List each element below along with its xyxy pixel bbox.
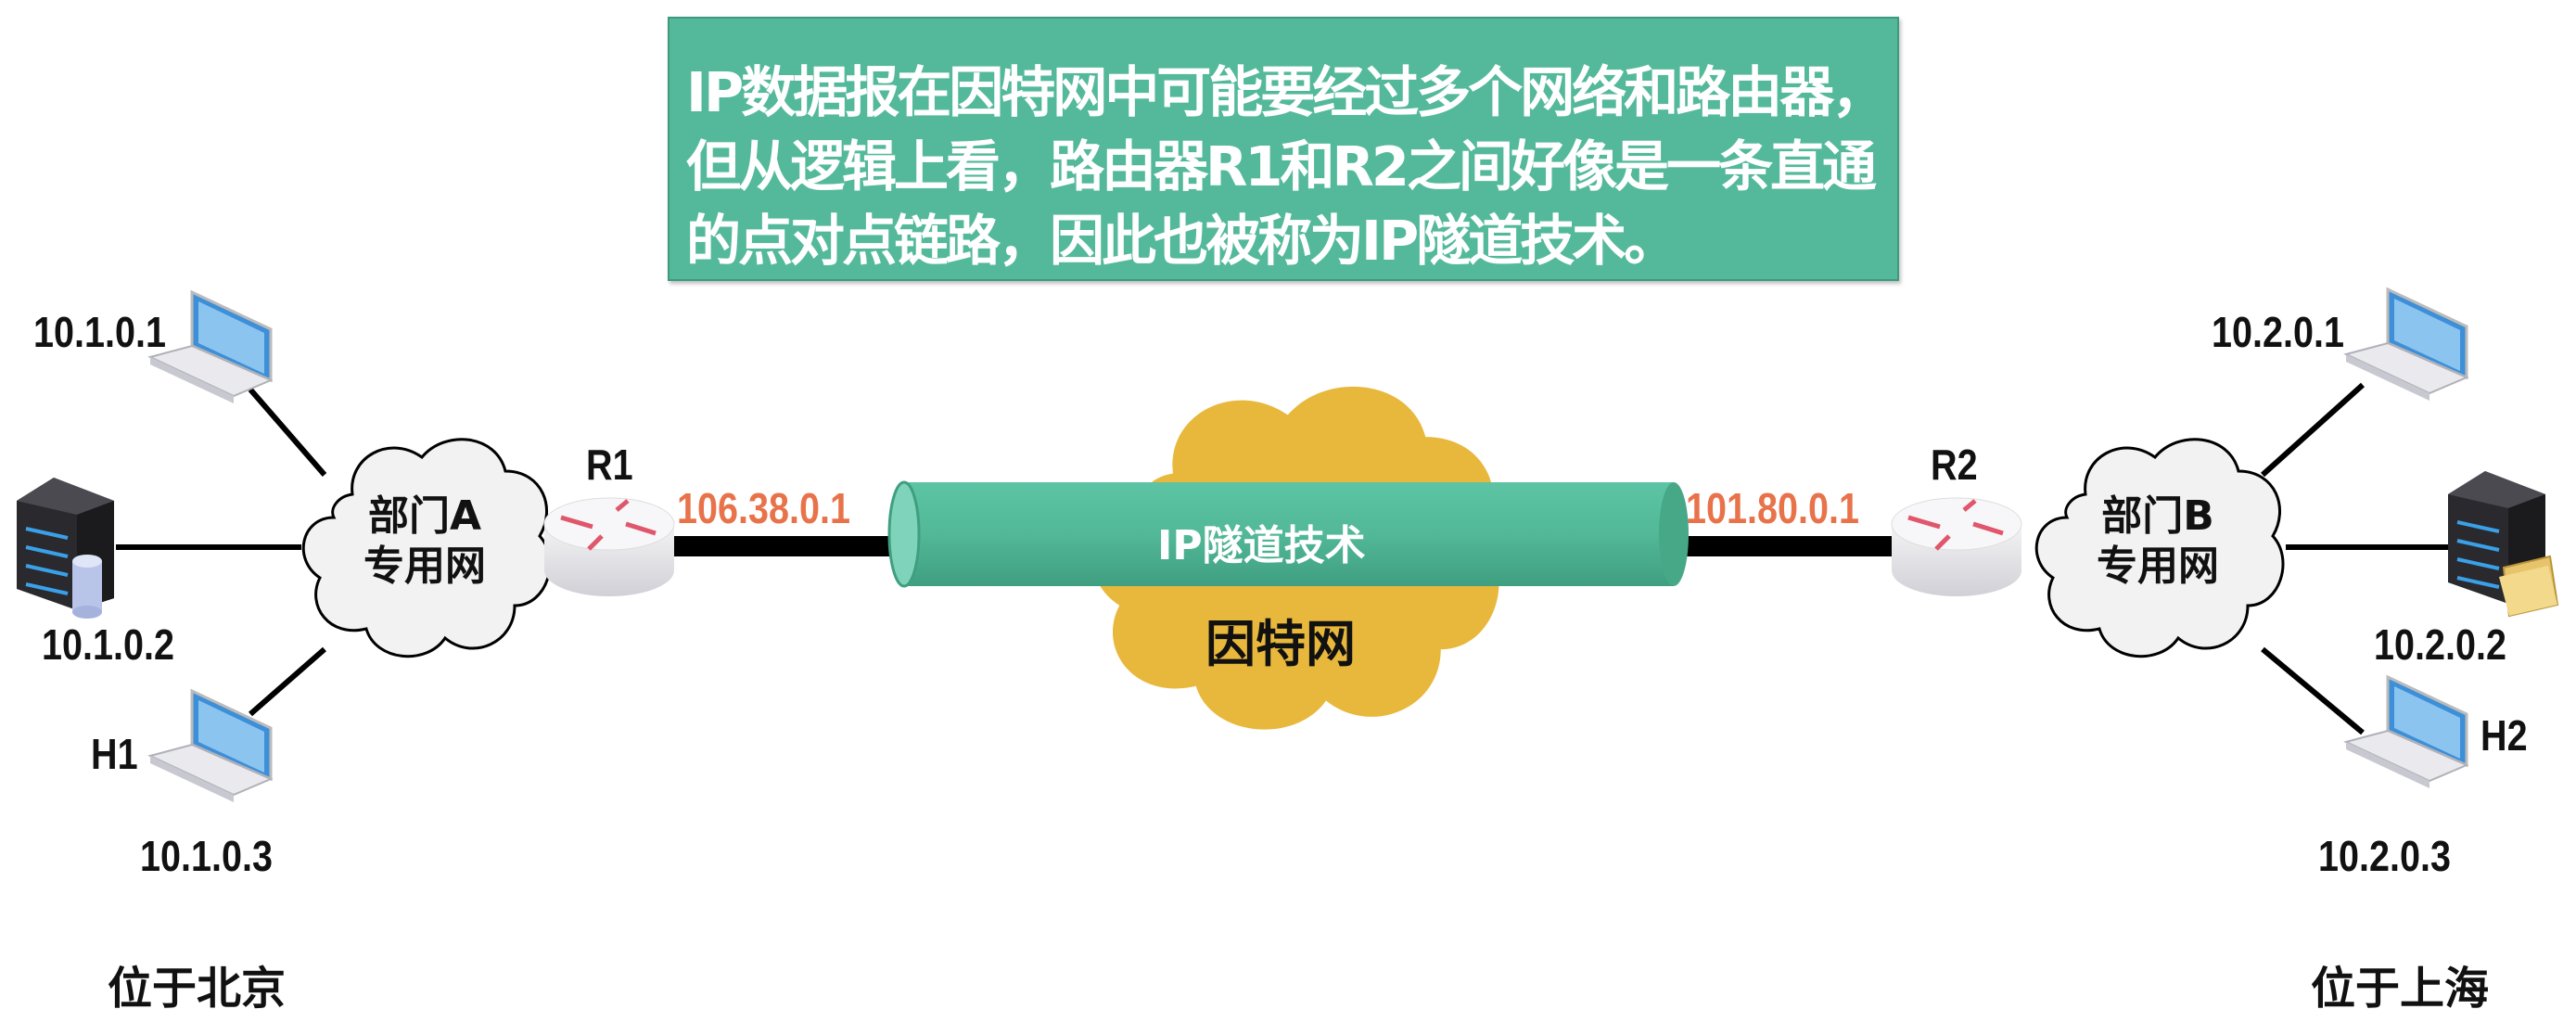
host-name-label: H1 <box>91 730 138 778</box>
internet-label: 因特网 <box>1205 615 1356 673</box>
lan-type: 专用网 <box>363 543 486 590</box>
folder-icon <box>2499 555 2559 618</box>
laptop-icon <box>148 689 273 804</box>
router-label: R1 <box>586 441 633 489</box>
left-lan-links <box>116 388 327 717</box>
explanation-note: IP数据报在因特网中可能要经过多个网络和路由器，但从逻辑上看，路由器R1和R2之… <box>668 17 1899 281</box>
server-ip-label: 10.1.0.2 <box>42 620 174 669</box>
server-ip-label: 10.2.0.2 <box>2374 620 2506 669</box>
location-label: 位于北京 <box>108 963 287 1015</box>
lan-type: 专用网 <box>2097 543 2219 590</box>
lan-name: 部门A <box>367 492 482 540</box>
router-r2-icon <box>1892 498 2021 596</box>
router-ip-label: 106.38.0.1 <box>677 484 850 532</box>
router-ip-label: 101.80.0.1 <box>1686 484 1859 532</box>
host-ip-label: 10.2.0.3 <box>2318 832 2451 880</box>
note-text: IP数据报在因特网中可能要经过多个网络和路由器，但从逻辑上看，路由器R1和R2之… <box>686 60 1886 273</box>
lan-b-label: 部门B 专用网 <box>2030 492 2286 592</box>
ip-tunnel <box>887 480 1689 588</box>
lan-a-label: 部门A 专用网 <box>297 492 553 592</box>
r2-tunnel-link <box>1669 536 1901 556</box>
lan-name: 部门B <box>2101 492 2214 540</box>
laptop-icon <box>148 290 273 405</box>
right-lan-links <box>2260 382 2448 735</box>
laptop-icon <box>2344 675 2468 790</box>
tunnel-label: IP隧道技术 <box>1157 522 1366 569</box>
database-icon <box>72 555 102 619</box>
router-r1-icon <box>544 498 674 596</box>
host-name-label: H2 <box>2480 711 2528 760</box>
r1-tunnel-link <box>663 536 904 556</box>
laptop-icon <box>2344 287 2468 402</box>
router-label: R2 <box>1931 441 1978 489</box>
host-ip-label: 10.1.0.3 <box>140 832 273 880</box>
host-ip-label: 10.1.0.1 <box>33 308 166 356</box>
location-label: 位于上海 <box>2311 963 2490 1015</box>
host-ip-label: 10.2.0.1 <box>2212 308 2344 356</box>
